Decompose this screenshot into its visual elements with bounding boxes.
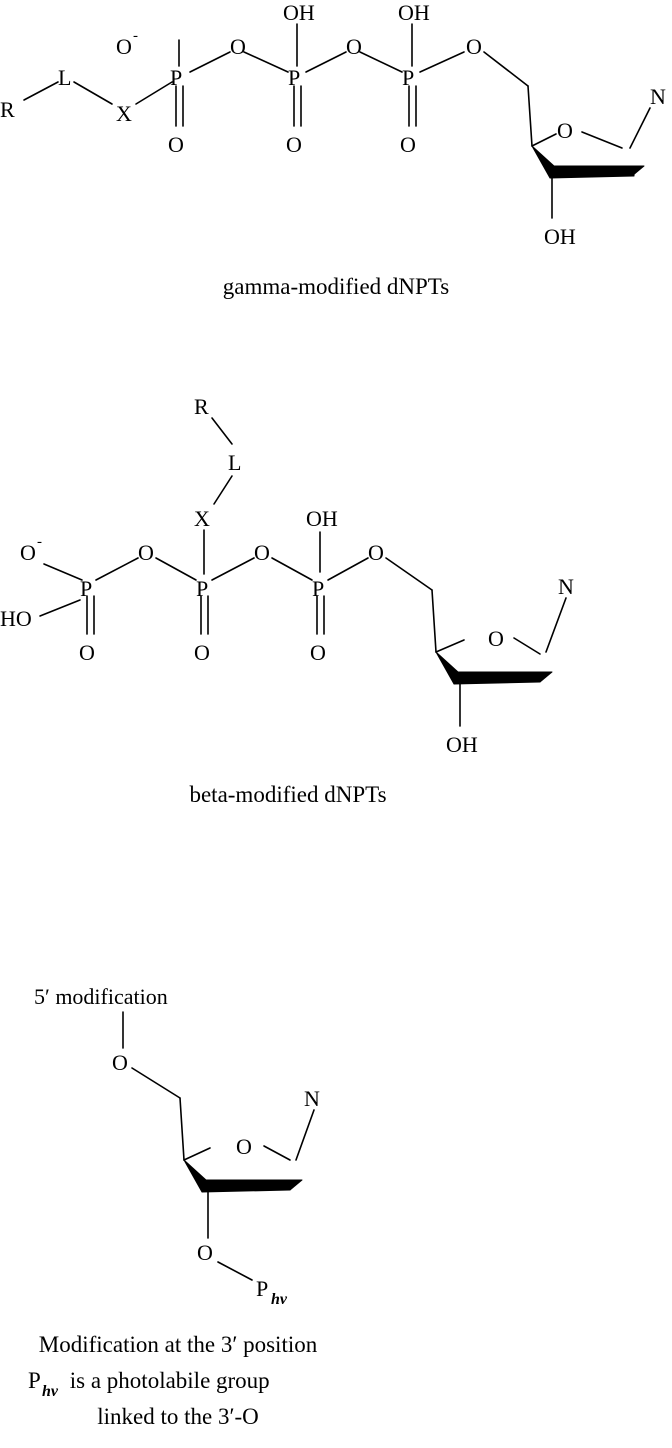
gamma-n-label: N	[650, 84, 666, 109]
three-prime-n-label: N	[304, 1086, 320, 1111]
beta-p1-label: P	[80, 576, 92, 601]
beta-p3-oh: OH	[306, 506, 338, 531]
three-prime-3-o: O	[197, 1240, 213, 1265]
gamma-p1-double-o: O	[168, 132, 184, 157]
gamma-o-bridge-2: O	[346, 34, 362, 59]
three-prime-ring-wedge-front	[184, 1160, 290, 1192]
three-prime-caption-p: P	[28, 1368, 41, 1393]
beta-ring-wedge-front	[436, 652, 540, 684]
beta-r-label: R	[194, 394, 209, 419]
beta-atom-labels: R L X O - HO P O P O P O O O O OH O N OH	[0, 394, 574, 757]
gamma-o-minus-label: O	[116, 34, 132, 59]
gamma-r-label: R	[0, 97, 15, 122]
gamma-x-label: X	[116, 101, 132, 126]
gamma-modified-structure: R L X P O - O P O P O O O O OH OH O N OH…	[0, 0, 666, 299]
gamma-p2-label: P	[288, 65, 300, 90]
gamma-p3-double-o: O	[400, 132, 416, 157]
beta-o-bridge-3: O	[368, 540, 384, 565]
gamma-3-oh: OH	[544, 224, 576, 249]
beta-p2-label: P	[196, 576, 208, 601]
beta-modified-structure: R L X O - HO P O P O P O O O O OH O N OH…	[0, 394, 574, 807]
gamma-ring-wedge-front	[532, 146, 634, 178]
gamma-l-label: L	[58, 65, 71, 90]
beta-p3-double-o: O	[310, 640, 326, 665]
gamma-p2-double-o: O	[286, 132, 302, 157]
gamma-o-bridge-1: O	[230, 34, 246, 59]
beta-ring-o: O	[488, 626, 504, 651]
three-prime-ring-o: O	[236, 1134, 252, 1159]
three-prime-modified-structure: 5′ modification O O N O P hν Modificatio…	[28, 984, 320, 1429]
beta-p2-double-o: O	[194, 640, 210, 665]
gamma-p2-oh: OH	[283, 0, 315, 25]
three-prime-caption-hv: hν	[42, 1383, 59, 1400]
three-prime-atom-labels: 5′ modification O O N O P hν	[34, 984, 320, 1308]
beta-n-label: N	[558, 574, 574, 599]
beta-caption: beta-modified dNPTs	[189, 782, 386, 807]
beta-o-bridge-1: O	[138, 540, 154, 565]
three-prime-caption: Modification at the 3′ position P hν is …	[28, 1332, 318, 1429]
beta-3-oh: OH	[446, 732, 478, 757]
gamma-atom-labels: R L X P O - O P O P O O O O OH OH O N OH	[0, 0, 666, 249]
beta-x-label: X	[194, 506, 210, 531]
gamma-p3-label: P	[402, 65, 414, 90]
three-prime-caption-line-2: is a photolabile group	[64, 1368, 270, 1393]
three-prime-hv-subscript: hν	[271, 1291, 288, 1308]
beta-p1-double-o: O	[79, 640, 95, 665]
gamma-minus-charge: -	[133, 28, 138, 44]
gamma-p3-oh: OH	[398, 0, 430, 25]
three-prime-caption-line-1: Modification at the 3′ position	[39, 1332, 318, 1357]
beta-ho-label: HO	[0, 606, 32, 631]
gamma-ring-o: O	[557, 118, 573, 143]
five-prime-modification-label: 5′ modification	[34, 984, 168, 1009]
beta-bonds	[40, 418, 566, 726]
gamma-o-bridge-3: O	[466, 34, 482, 59]
beta-o-bridge-2: O	[254, 540, 270, 565]
three-prime-caption-line-3: linked to the 3′-O	[97, 1404, 259, 1429]
three-prime-5-o: O	[112, 1050, 128, 1075]
beta-l-label: L	[228, 450, 241, 475]
three-prime-bonds	[123, 1012, 314, 1280]
three-prime-p-label: P	[256, 1276, 268, 1301]
gamma-caption: gamma-modified dNPTs	[223, 274, 449, 299]
beta-minus-charge: -	[37, 534, 42, 550]
beta-o-minus-label: O	[20, 540, 36, 565]
gamma-p1-label: P	[170, 65, 182, 90]
beta-p3-label: P	[312, 576, 324, 601]
